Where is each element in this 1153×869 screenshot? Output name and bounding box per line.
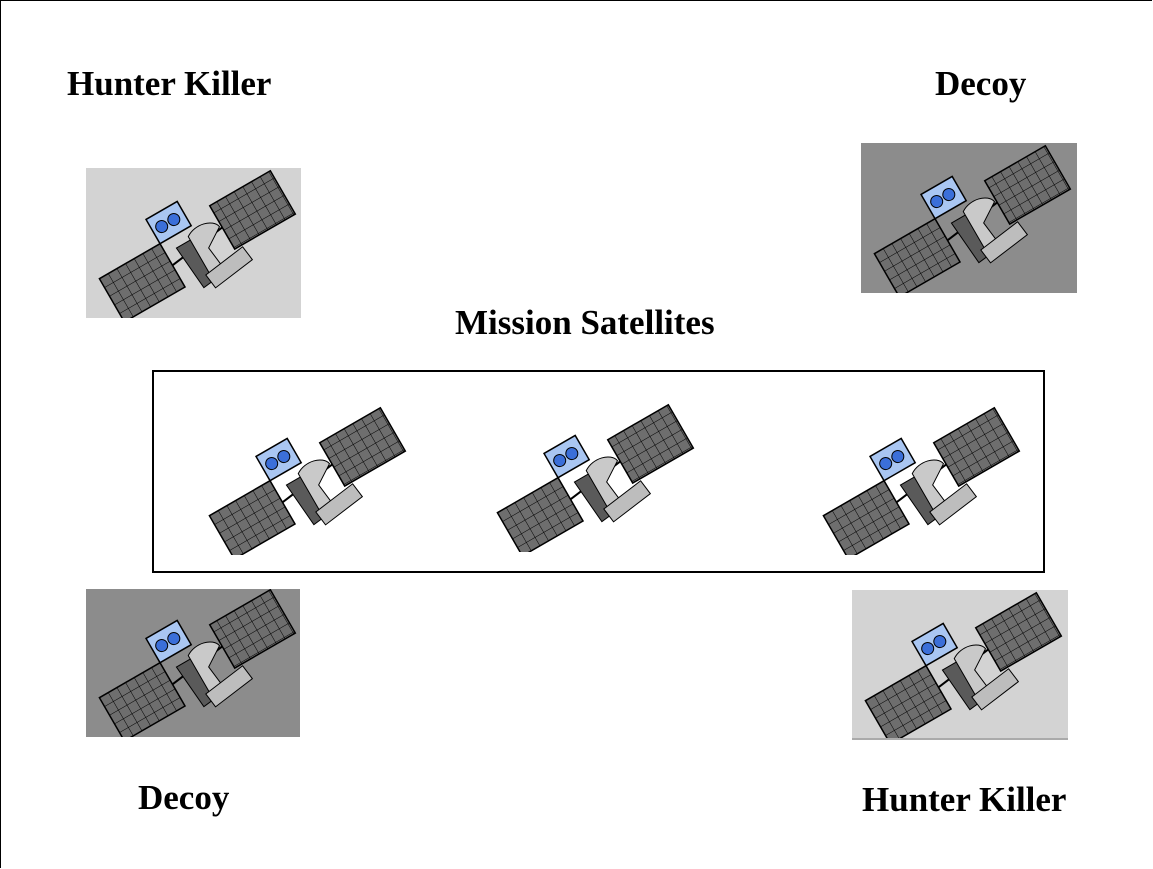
mission-satellite-1 <box>196 405 416 555</box>
mission-satellite-3 <box>810 405 1030 555</box>
label-decoy-bottom: Decoy <box>138 778 230 817</box>
hunter-killer-top-tile <box>86 168 301 318</box>
satellite-icon <box>852 590 1068 738</box>
satellite-icon <box>196 405 416 555</box>
mission-satellite-2 <box>484 402 704 552</box>
mission-satellites-box <box>152 370 1045 573</box>
satellite-icon <box>861 143 1077 293</box>
satellite-icon <box>86 589 300 737</box>
satellite-icon <box>484 402 704 552</box>
hunter-killer-bottom-tile <box>852 590 1068 740</box>
decoy-bottom-tile <box>86 589 300 737</box>
label-hunter-killer-top: Hunter Killer <box>67 64 272 103</box>
label-hunter-killer-bottom: Hunter Killer <box>862 780 1067 819</box>
satellite-icon <box>86 168 301 318</box>
label-mission-satellites: Mission Satellites <box>455 303 715 342</box>
satellite-icon <box>810 405 1030 555</box>
label-decoy-top: Decoy <box>935 64 1027 103</box>
decoy-top-tile <box>861 143 1077 293</box>
